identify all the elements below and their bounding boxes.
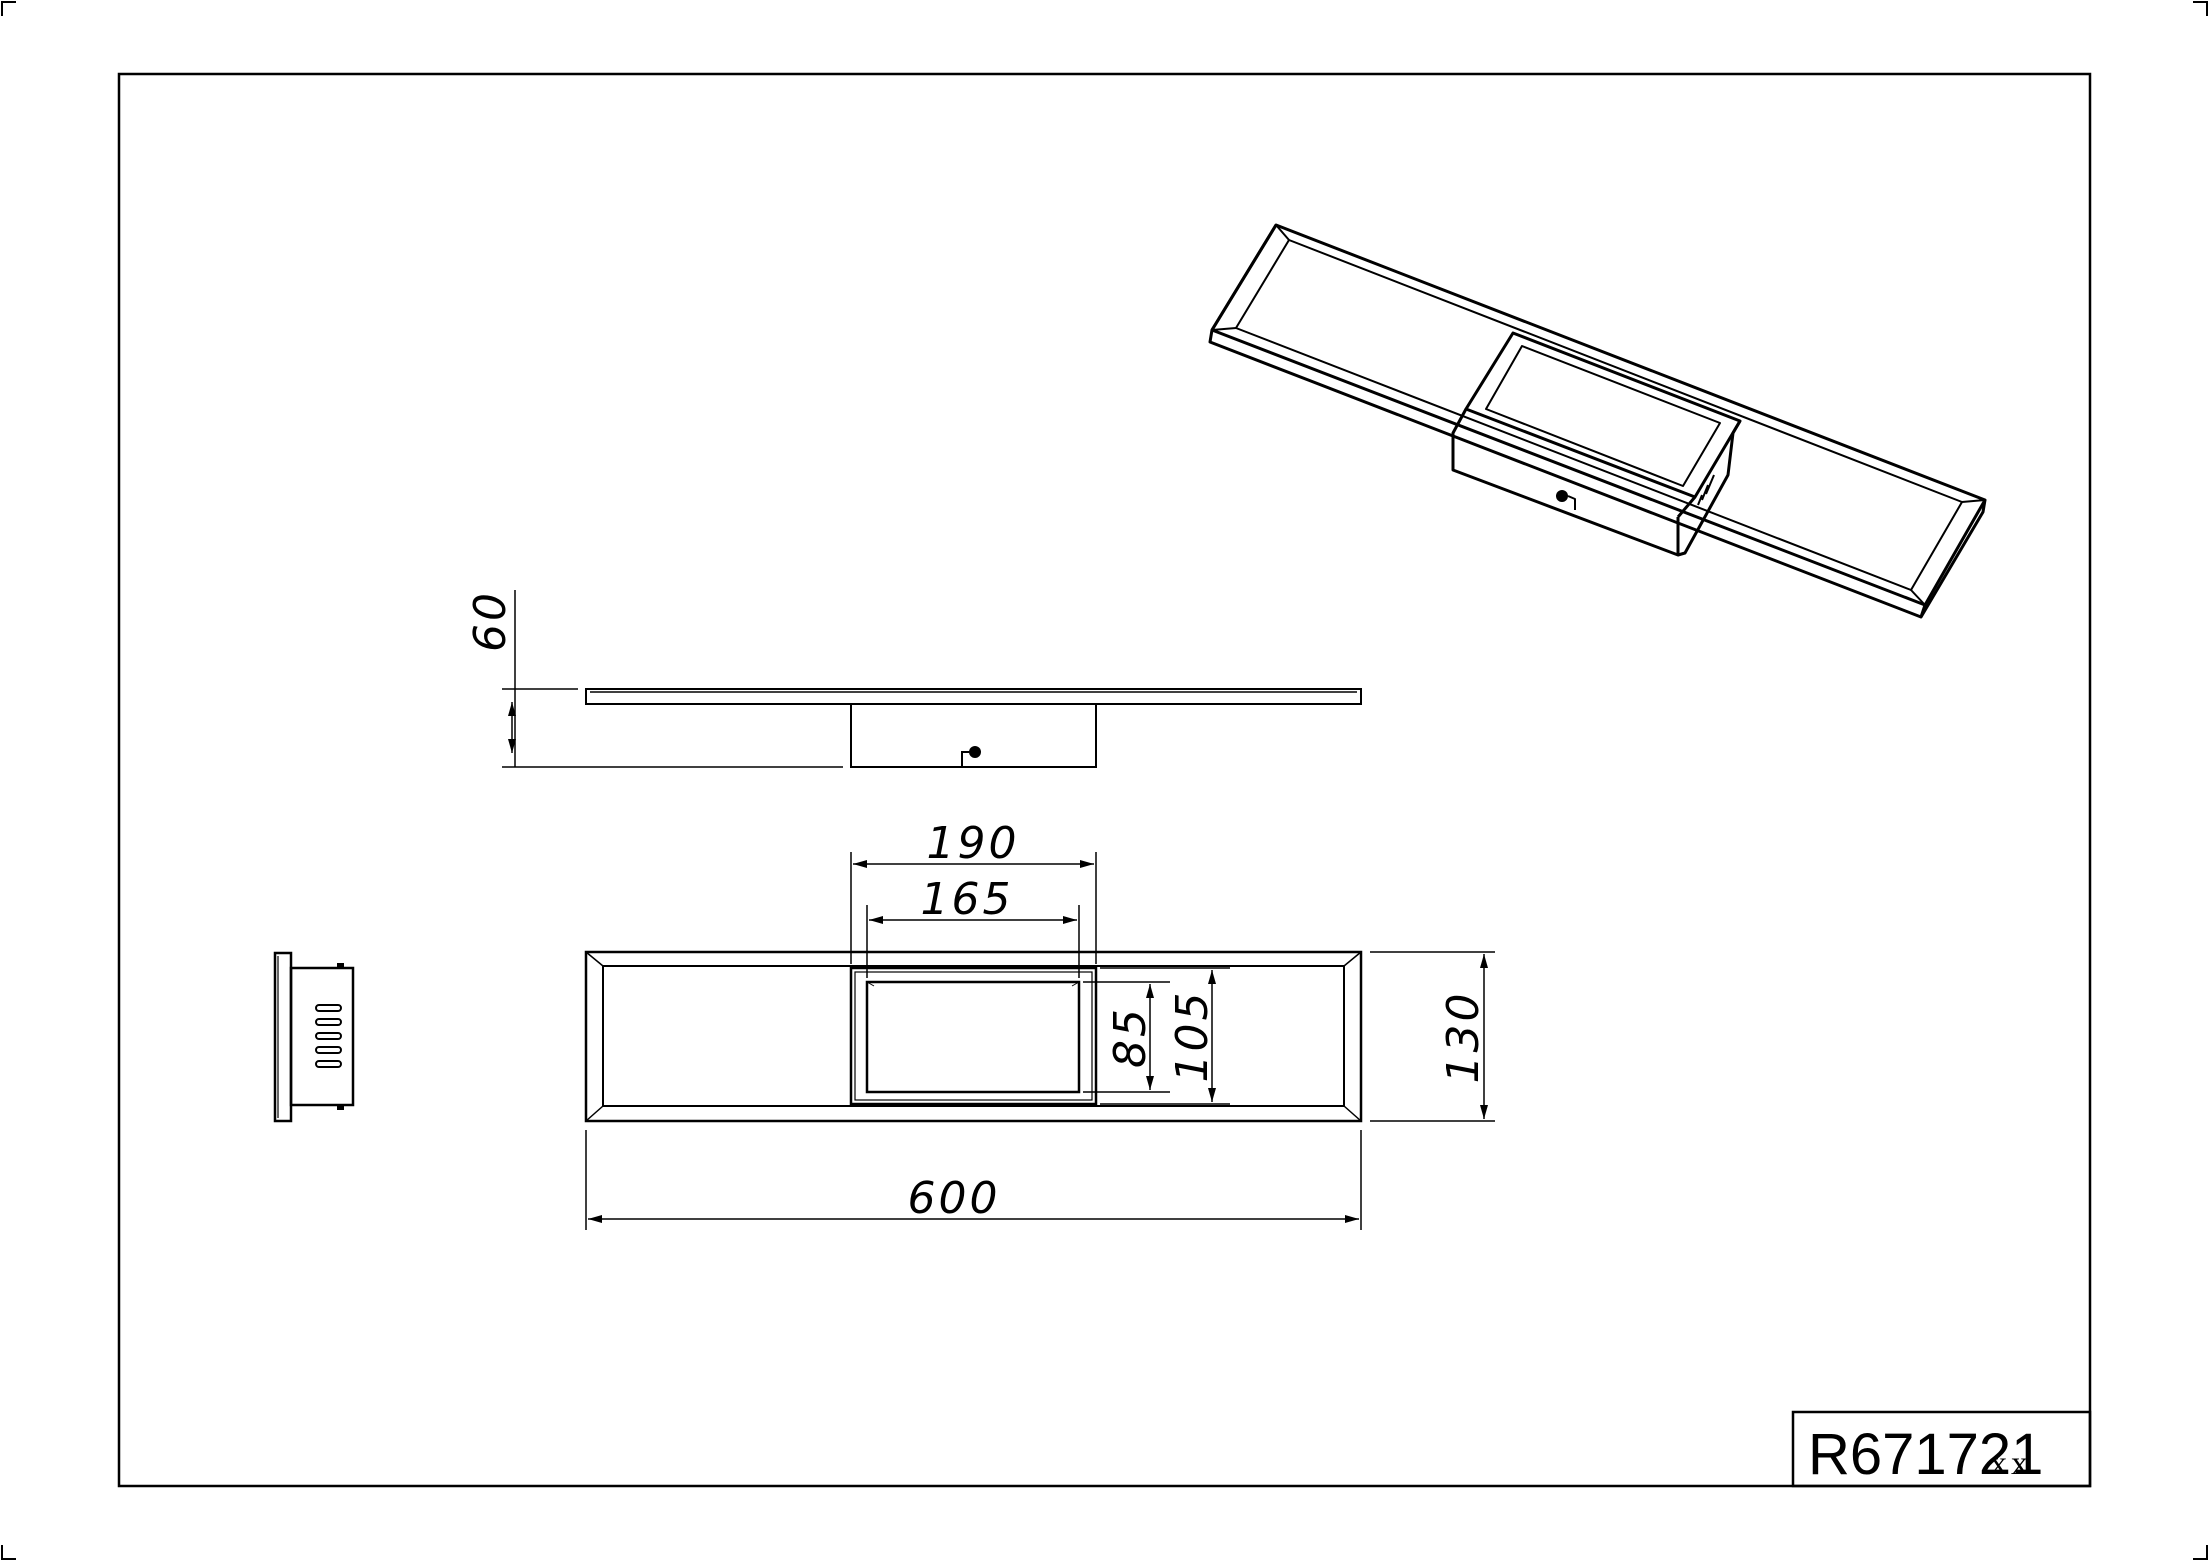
product-code: R671721 [1808,1422,2043,1487]
dimension-height: 60 [465,590,516,652]
isometric-view [1208,223,1987,619]
dimension-mount-width-outer: 190 [927,818,1020,869]
product-code-suffix: xx [1990,1445,2032,1482]
side-view: 60 [465,590,1362,768]
dimension-mount-width-inner: 165 [921,874,1014,925]
title-block: R671721 xx [1791,1410,2092,1488]
dimension-mount-depth-inner: 85 [1105,1006,1156,1068]
dimension-mount-depth-outer: 105 [1167,990,1218,1083]
drawing-frame [117,72,2092,1488]
end-view [273,951,355,1123]
dimension-length: 600 [908,1173,1001,1224]
dimension-depth: 130 [1438,991,1489,1084]
top-view: 190 165 85 105 130 600 [584,818,1495,1230]
